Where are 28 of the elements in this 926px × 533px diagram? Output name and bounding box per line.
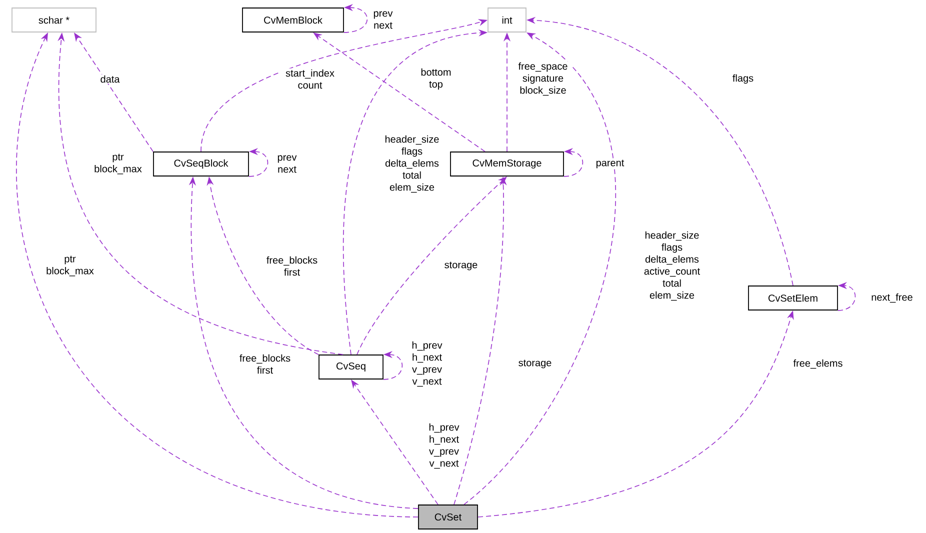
type-box: schar *: [12, 8, 96, 32]
edge-label: ptr block_max: [92, 152, 144, 176]
edge-label: start_index count: [280, 68, 340, 90]
class-box: CvMemStorage: [450, 152, 564, 176]
edge-label: parent: [592, 158, 628, 170]
edge-label: h_prev h_next v_prev v_next: [426, 422, 462, 470]
class-box: CvSet: [418, 504, 478, 530]
edge-label: prev next: [274, 154, 300, 174]
edge-label: free_space signature block_size: [515, 61, 571, 97]
edge-label: next_free: [866, 292, 918, 304]
edge-label: storage: [440, 260, 482, 272]
edge-label: free_blocks first: [234, 353, 296, 375]
edge-label: ptr block_max: [44, 254, 96, 278]
edge-label: bottom top: [418, 67, 454, 91]
edge-label: data: [97, 74, 123, 84]
edge-label: storage: [514, 358, 556, 370]
edge-label: flags: [728, 73, 758, 85]
class-box: CvSetElem: [748, 286, 838, 310]
edge-label: free_elems: [790, 358, 846, 370]
class-box: CvSeqBlock: [153, 152, 249, 176]
class-box: CvSeq: [318, 354, 384, 380]
edge-label: header_size flags delta_elems total elem_size: [382, 134, 442, 194]
edge-label: header_size flags delta_elems active_count total elem_size: [639, 230, 705, 302]
class-box: CvMemBlock: [242, 8, 344, 32]
type-box: int: [488, 8, 526, 32]
edge-label: prev next: [370, 10, 396, 30]
edge-label: free_blocks first: [262, 255, 322, 277]
edge-label: h_prev h_next v_prev v_next: [409, 340, 445, 388]
